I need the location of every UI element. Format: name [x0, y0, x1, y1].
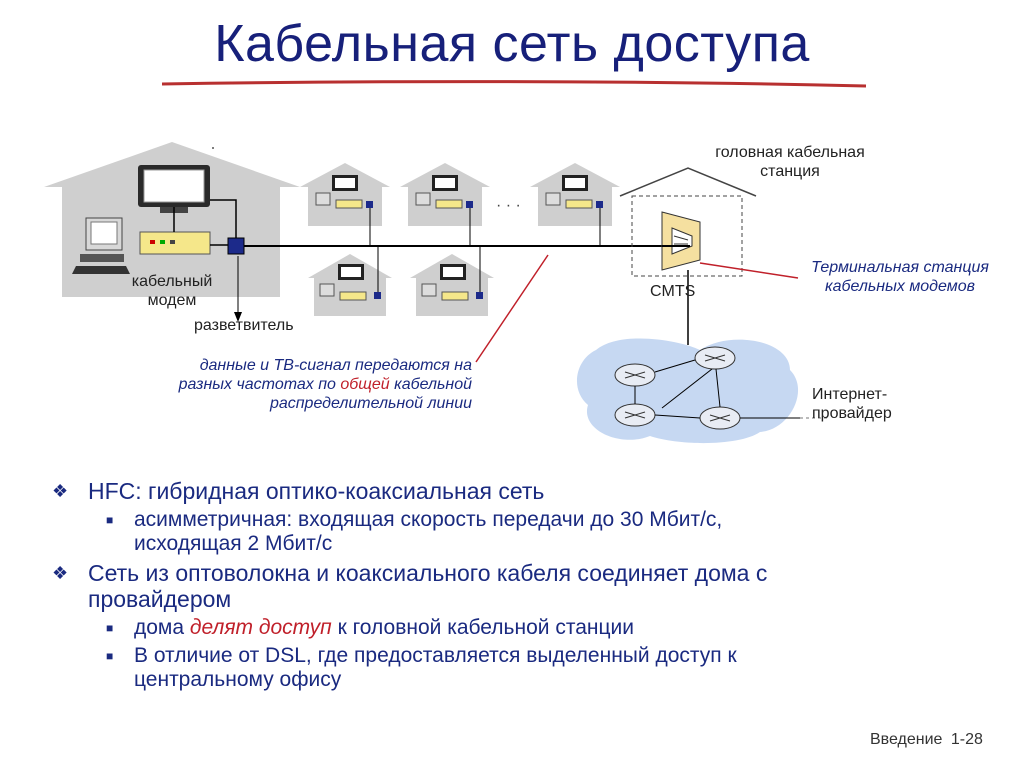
sub-bullet-item: ■ дома делят доступ к головной кабельной… [106, 616, 634, 639]
slide-footer: Введение 1-28 [870, 731, 983, 748]
square-bullet-icon: ■ [106, 621, 114, 635]
slide-title: Кабельная сеть доступа [214, 15, 810, 73]
cable-modem-label: кабельный модем [131, 273, 213, 309]
cmts-description: Терминальная станция кабельных модемов [811, 259, 989, 295]
neighbor-house [410, 254, 494, 316]
neighbor-house [530, 163, 620, 226]
square-bullet-icon: ■ [106, 513, 114, 527]
diamond-bullet-icon: ❖ [52, 563, 69, 583]
cable-network-diagram [44, 142, 830, 444]
sub-bullet-item: ■ В отличие от DSL, где предоставляется … [106, 644, 737, 691]
cmts-label: CMTS [650, 283, 696, 300]
isp-label: Интернет- провайдер [812, 386, 892, 422]
router-icon [614, 403, 656, 427]
router-icon [699, 406, 741, 430]
bullet-list: ❖ HFC: гибридная оптико-коаксиальная сет… [52, 478, 1012, 696]
signal-description: данные и ТВ-сигнал передаются на разных … [178, 357, 472, 412]
diamond-bullet-icon: ❖ [52, 481, 69, 501]
square-bullet-icon: ■ [106, 649, 114, 663]
cmts-icon [661, 211, 701, 271]
bullet-item: ❖ HFC: гибридная оптико-коаксиальная сет… [52, 478, 545, 504]
ellipsis-label: · · · [496, 197, 521, 214]
computer-icon [72, 217, 130, 274]
neighbor-house [400, 163, 490, 226]
isp-cloud [576, 338, 799, 444]
splitter-label: разветвитель [194, 317, 294, 334]
router-icon [614, 363, 656, 387]
splitter-icon [227, 237, 245, 255]
bullet-item: ❖ Сеть из оптоволокна и коаксиального ка… [52, 560, 768, 612]
headend-house [619, 167, 757, 277]
headend-label: головная кабельная станция [715, 144, 865, 180]
neighbor-house [300, 163, 390, 226]
neighbor-house [308, 254, 392, 316]
sub-bullet-item: ■ асимметричная: входящая скорость перед… [106, 508, 723, 555]
title-underline [161, 80, 867, 88]
tv-icon [138, 165, 210, 213]
cable-modem-icon [139, 231, 211, 255]
router-icon [694, 346, 736, 370]
